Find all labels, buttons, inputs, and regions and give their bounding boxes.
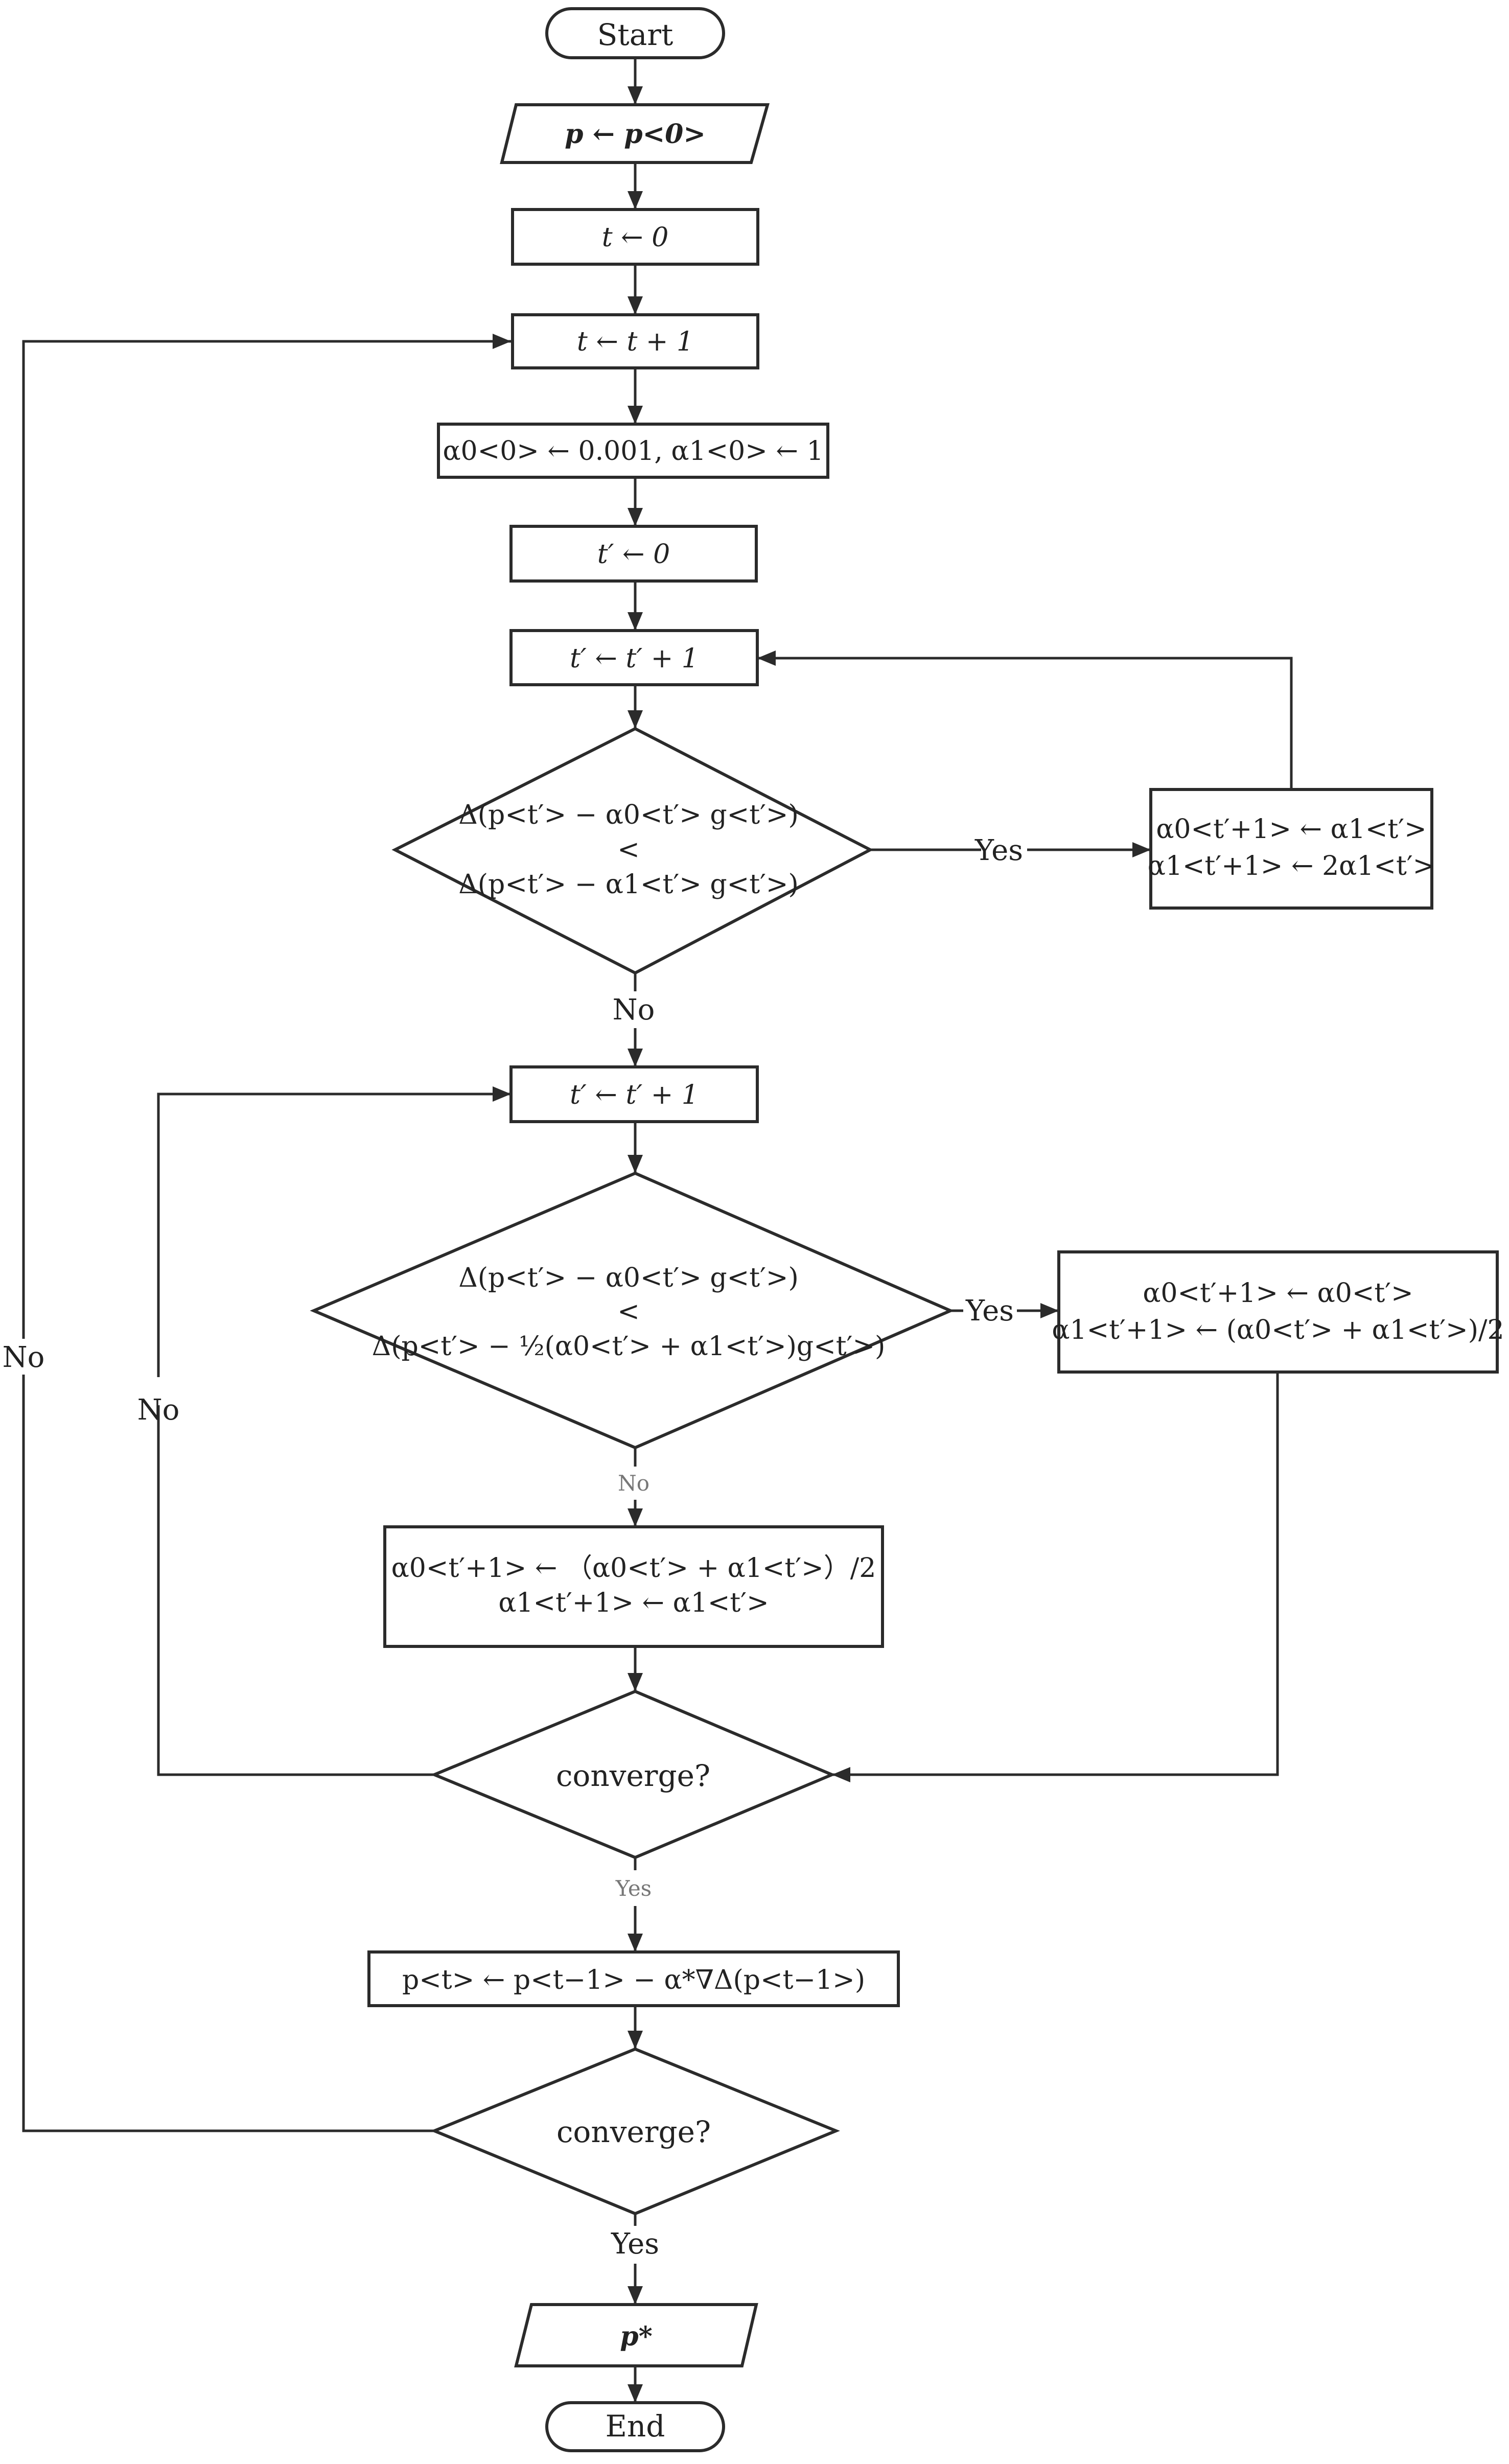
decision-1-diamond [391,727,874,975]
converge-inner-no-label: No [137,1393,180,1427]
converge-outer-no-label: No [3,1341,45,1374]
init-tp-box [509,525,758,583]
edge-labels: Yes No Yes No No Yes No Yes [3,834,1023,2261]
converge-inner-diamond [430,1689,836,1859]
converge-inner-label: converge? [556,1758,710,1793]
output-io [514,2303,758,2367]
converge-outer-yes-label: Yes [611,2227,659,2261]
converge-inner-yes-label: Yes [615,1876,652,1901]
end-label: End [606,2409,665,2444]
init-p-label: p ← p<0> [565,119,706,150]
inc-tp1-box [509,629,759,686]
decision-2-yes-label: Yes [965,1294,1014,1328]
inc-t-box [511,313,759,369]
inc-tp2-box [509,1065,759,1123]
update-p-box [367,1950,900,2007]
init-alpha-label: α0<0> ← 0.001, α1<0> ← 1 [443,436,823,467]
inc-t-label: t ← t + 1 [577,327,693,357]
update-p-label: p<t> ← p<t−1> − α*∇Δ(p<t−1>) [402,1965,865,1995]
node-labels: Start p ← p<0> t ← 0 t ← t + 1 α0<0> ← 0… [372,17,1504,2444]
end-terminal [545,2401,725,2452]
edge-update1-back [757,650,1293,789]
update-no-2-line1: α0<t′+1> ← （α0<t′> + α1<t′>）/2 [391,1553,876,1584]
decision-2-line1: Δ(p<t′> − α0<t′> g<t′>) [458,1263,799,1293]
update-yes-1-line1: α0<t′+1> ← α1<t′> [1156,814,1426,845]
update-no-2-line2: α1<t′+1> ← α1<t′> [498,1588,769,1618]
init-t-label: t ← 0 [602,222,669,253]
start-terminal [545,7,725,59]
converge-outer-diamond [430,2047,840,2216]
edge-converge-inner-no-loop-up [157,1086,511,1377]
init-tp-label: t′ ← 0 [597,539,670,570]
decision-1-line3: Δ(p<t′> − α1<t′> g<t′>) [458,869,799,900]
decision-1-yes-label: Yes [974,834,1023,867]
converge-outer-label: converge? [556,2114,711,2149]
decision-2-diamond [310,1171,955,1450]
decision-1-no-label: No [613,993,655,1027]
nodes [310,7,1499,2452]
update-yes-2-box [1057,1250,1499,1374]
update-no-2-box [383,1525,884,1648]
decision-1-line1: Δ(p<t′> − α0<t′> g<t′>) [458,800,799,830]
start-label: Start [597,17,674,52]
update-yes-1-box [1149,788,1433,910]
init-t-box [511,208,759,266]
edge-converge-outer-no-loop [22,1375,434,2132]
edge-converge-outer-no-loop-up [22,334,511,1339]
update-yes-1-line2: α1<t′+1> ← 2α1<t′> [1148,851,1435,881]
update-yes-2-line1: α0<t′+1> ← α0<t′> [1143,1278,1413,1309]
init-alpha-box [437,423,829,479]
output-label: p* [620,2321,653,2352]
init-p-io [500,103,770,164]
decision-2-line3: Δ(p<t′> − ½(α0<t′> + α1<t′>)g<t′>) [372,1331,886,1362]
decision-2-line2: < [617,1296,640,1327]
update-yes-2-line2: α1<t′+1> ← (α0<t′> + α1<t′>)/2 [1052,1315,1504,1345]
edges [22,58,1293,2403]
edge-update2-to-converge [832,1372,1279,1782]
inc-tp1-label: t′ ← t′ + 1 [570,643,699,674]
decision-1-line2: < [617,834,640,865]
inc-tp2-label: t′ ← t′ + 1 [570,1080,699,1110]
decision-2-no-label: No [618,1471,649,1496]
edge-converge-inner-no-loop [157,1405,434,1776]
